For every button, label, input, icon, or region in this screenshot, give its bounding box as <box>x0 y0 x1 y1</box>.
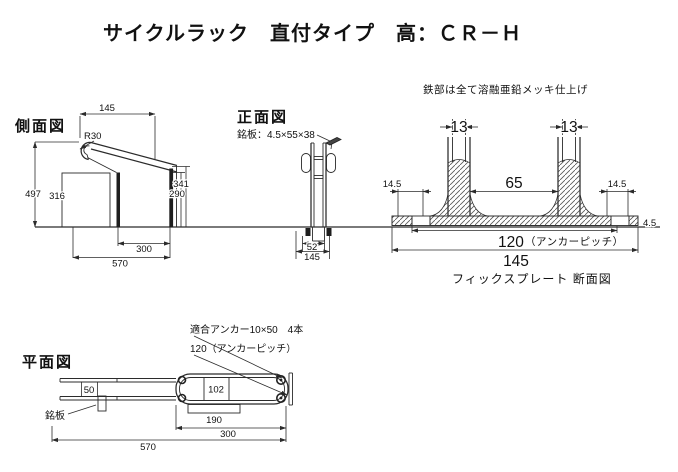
fillet <box>579 193 599 217</box>
section-base-plate <box>391 215 639 226</box>
rear-leg <box>169 168 174 227</box>
dim-4.5-plate-thickness: 4.5 <box>643 218 656 229</box>
plan-view: 平面図 適合アンカー10×50 4本 120（アンカーピッチ） <box>22 323 303 454</box>
dim-190: 190 <box>206 415 222 426</box>
anchor-bolt <box>275 374 286 385</box>
dim-290: 290 <box>169 189 185 200</box>
plan-view-title: 平面図 <box>22 354 73 371</box>
front-view-dimensions: 52 145 <box>295 231 330 264</box>
anchor-bolt-center <box>279 396 283 400</box>
dim-341: 341 <box>173 179 189 190</box>
hook-end-cap <box>86 154 89 160</box>
front-leg <box>116 172 120 227</box>
dim-14.5-left: 14.5 <box>383 179 402 190</box>
dim-145-plate-width: 145 <box>503 253 529 270</box>
front-view-foundation <box>305 227 332 242</box>
section-posts <box>429 137 599 217</box>
top-tube-upper-line <box>90 141 178 167</box>
anchor-pitch-note: 120（アンカーピッチ） <box>190 343 296 355</box>
dim-570: 570 <box>140 442 156 453</box>
radius-label: R30 <box>84 131 101 142</box>
anchor-pitch-suffix: （アンカーピッチ） <box>525 236 624 248</box>
nameplate-leader <box>67 404 97 415</box>
side-view-title: 側面図 <box>14 117 66 135</box>
tube-end-cap <box>325 137 342 146</box>
dim-13-right: 13 <box>560 119 577 136</box>
top-tube-lower-line <box>90 148 178 173</box>
front-brace-line <box>87 157 117 173</box>
side-view-rack-outline <box>61 141 178 228</box>
front-view: 正面図 銘板：4.5×55×38 <box>237 109 342 264</box>
frame-outer <box>175 373 289 405</box>
front-view-post <box>301 137 342 227</box>
page-title: サイクルラック 直付タイプ 高：ＣＲ－Ｈ <box>103 21 522 45</box>
section-dimensions: 13 13 65 14.5 14.5 4.5 120 <box>382 118 658 272</box>
anchor-bolt <box>177 375 187 385</box>
post-core-hatched <box>557 159 581 217</box>
nameplate-label: 銘板 <box>45 409 65 422</box>
fillet <box>539 193 559 217</box>
dim-145-top: 145 <box>99 103 115 114</box>
dim-316: 316 <box>49 191 65 202</box>
dim-65: 65 <box>505 175 522 192</box>
plan-dimensions: 50 102 190 300 570 銘板 <box>45 382 287 454</box>
anchor-note: 適合アンカー10×50 4本 <box>190 323 303 336</box>
fillet <box>469 193 489 217</box>
post-core-hatched <box>447 159 471 217</box>
dim-300: 300 <box>136 244 152 255</box>
dim-497: 497 <box>25 189 41 200</box>
nameplate-left <box>301 153 311 173</box>
anchor-bolt <box>177 393 187 403</box>
support-box <box>61 172 111 228</box>
pitch-leader <box>193 354 288 396</box>
plate-hatch <box>429 215 612 226</box>
plan-rails <box>59 378 176 412</box>
anchor-stub-left <box>305 228 311 236</box>
hook-inner-curve <box>83 145 90 155</box>
section-view: 鉄部は全て溶融亜鉛メッキ仕上げ <box>382 83 658 286</box>
dim-120-anchor-pitch: 120 <box>498 234 524 251</box>
anchor-bolt <box>275 392 286 403</box>
finish-note: 鉄部は全て溶融亜鉛メッキ仕上げ <box>423 83 588 96</box>
anchor-leader <box>193 335 283 379</box>
crossbar <box>313 156 324 160</box>
dim-14.5-right: 14.5 <box>608 179 627 190</box>
dim-570: 570 <box>112 259 128 270</box>
dim-102: 102 <box>208 385 224 396</box>
anchor-stub-right <box>326 228 332 236</box>
dim-300: 300 <box>220 429 236 440</box>
radius-leader <box>79 140 95 150</box>
plate-outline <box>391 215 639 226</box>
plan-frame <box>175 372 293 414</box>
frame-inner <box>179 377 285 401</box>
crossbar <box>313 175 324 179</box>
front-view-title: 正面図 <box>237 109 288 126</box>
base-pad <box>187 404 241 414</box>
plate-hatch <box>391 215 413 226</box>
dim-145: 145 <box>304 252 320 263</box>
plate-hatch <box>628 215 639 226</box>
anchor-bolt-center <box>279 378 283 382</box>
side-view-dimensions: 145 R30 497 316 341 290 300 570 <box>24 102 190 271</box>
hook-outer-curve <box>80 141 92 161</box>
section-caption: フィックスプレート 断面図 <box>452 271 612 286</box>
dim-50: 50 <box>84 385 95 396</box>
fillet <box>429 193 449 217</box>
nameplate-plan <box>97 395 107 412</box>
dim-13-left: 13 <box>450 119 467 136</box>
side-view: 側面図 145 R30 497 316 <box>14 102 190 271</box>
nameplate-spec-note: 銘板：4.5×55×38 <box>237 128 315 141</box>
nameplate-right <box>326 153 336 173</box>
